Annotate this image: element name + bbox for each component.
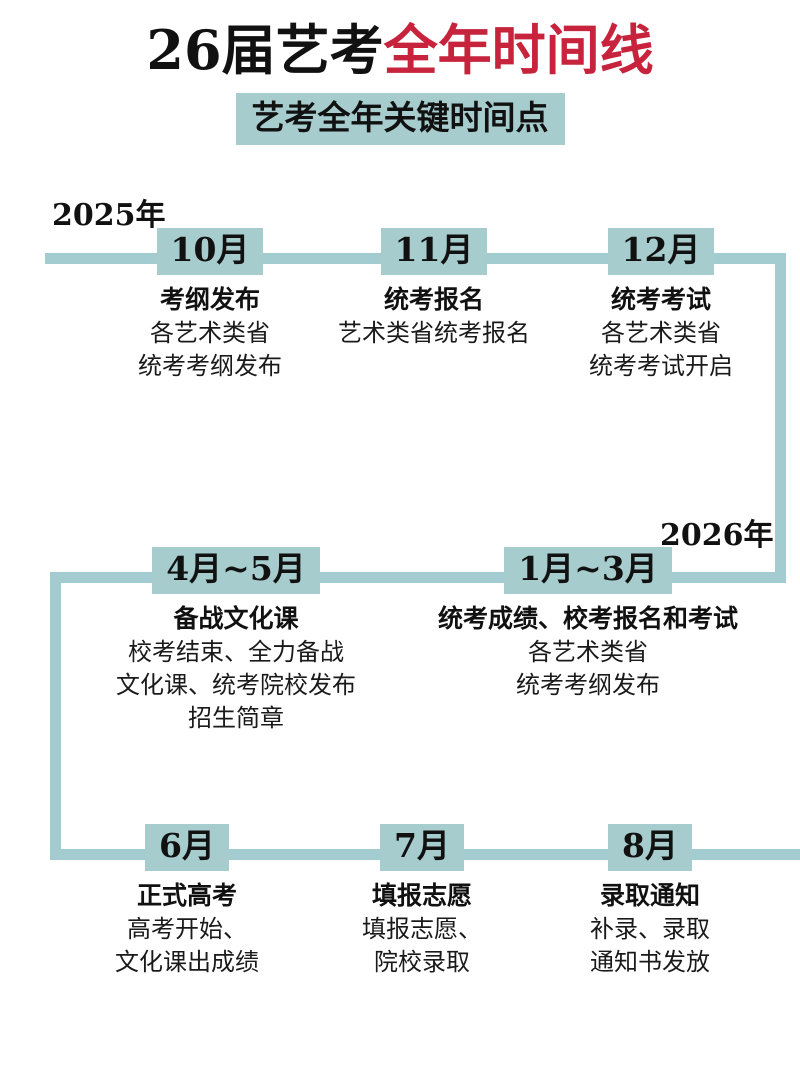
month-badge-october: 10月 <box>156 228 264 275</box>
timeline-rail-left-vertical <box>50 572 61 860</box>
node-desc-december: 各艺术类省 统考考试开启 <box>589 317 733 383</box>
month-badge-january-march: 1月~3月 <box>504 547 672 594</box>
timeline-rail-row1-horizontal <box>45 253 786 264</box>
node-desc-august: 补录、录取 通知书发放 <box>590 913 710 979</box>
node-desc-january-march: 各艺术类省 统考考纲发布 <box>438 636 738 702</box>
node-desc-april-may: 校考结束、全力备战 文化课、统考院校发布 招生简章 <box>116 636 356 735</box>
node-desc-line: 艺术类省统考报名 <box>338 318 530 347</box>
node-desc-line: 校考结束、全力备战 <box>128 637 344 666</box>
node-title-november: 统考报名 <box>383 284 484 314</box>
node-title-october: 考纲发布 <box>159 284 260 314</box>
node-title-january-march: 统考成绩、校考报名和考试 <box>437 603 739 633</box>
page-subtitle-banner: 艺考全年关键时间点 <box>235 92 565 145</box>
page-title: 26届艺考全年时间线 <box>0 22 800 79</box>
node-title-august: 录取通知 <box>599 880 700 910</box>
month-badge-december: 12月 <box>607 228 715 275</box>
node-desc-line: 填报志愿、 <box>362 914 482 943</box>
month-badge-august: 8月 <box>608 824 692 871</box>
page-title-red-part: 全年时间线 <box>383 18 654 82</box>
node-desc-line: 补录、录取 <box>590 914 710 943</box>
node-desc-line: 各艺术类省 <box>601 318 721 347</box>
node-desc-june: 高考开始、 文化课出成绩 <box>115 913 259 979</box>
page-header: 26届艺考全年时间线 艺考全年关键时间点 <box>0 0 800 145</box>
node-desc-line: 通知书发放 <box>590 948 710 976</box>
month-badge-november: 11月 <box>380 228 488 275</box>
node-desc-line: 统考考纲发布 <box>515 671 660 699</box>
timeline-rail-right-vertical <box>775 253 786 583</box>
node-title-december: 统考考试 <box>610 284 711 314</box>
node-desc-line: 各艺术类省 <box>150 318 270 347</box>
timeline-rail-row3-horizontal <box>50 849 800 860</box>
node-desc-line: 统考考纲发布 <box>138 352 282 380</box>
node-title-april-may: 备战文化课 <box>173 603 299 633</box>
year-label-2025: 2025年 <box>52 198 166 233</box>
timeline-rail-row2-horizontal <box>50 572 786 583</box>
node-desc-line: 高考开始、 <box>127 914 247 943</box>
node-desc-line: 统考考试开启 <box>589 352 733 380</box>
node-title-june: 正式高考 <box>136 880 237 910</box>
node-desc-line: 各艺术类省 <box>527 637 648 666</box>
node-desc-november: 艺术类省统考报名 <box>338 317 530 350</box>
node-desc-line: 招生简章 <box>188 704 284 733</box>
node-title-july: 填报志愿 <box>371 880 472 910</box>
node-desc-line: 院校录取 <box>374 948 470 976</box>
year-label-2026: 2026年 <box>660 518 774 553</box>
page-title-black-part: 26届艺考 <box>146 18 384 82</box>
month-badge-june: 6月 <box>145 824 229 871</box>
month-badge-july: 7月 <box>380 824 464 871</box>
node-desc-october: 各艺术类省 统考考纲发布 <box>138 317 282 383</box>
month-badge-april-may: 4月~5月 <box>152 547 320 594</box>
node-desc-line: 文化课、统考院校发布 <box>116 671 356 699</box>
node-desc-line: 文化课出成绩 <box>115 948 259 976</box>
node-desc-july: 填报志愿、 院校录取 <box>362 913 482 979</box>
